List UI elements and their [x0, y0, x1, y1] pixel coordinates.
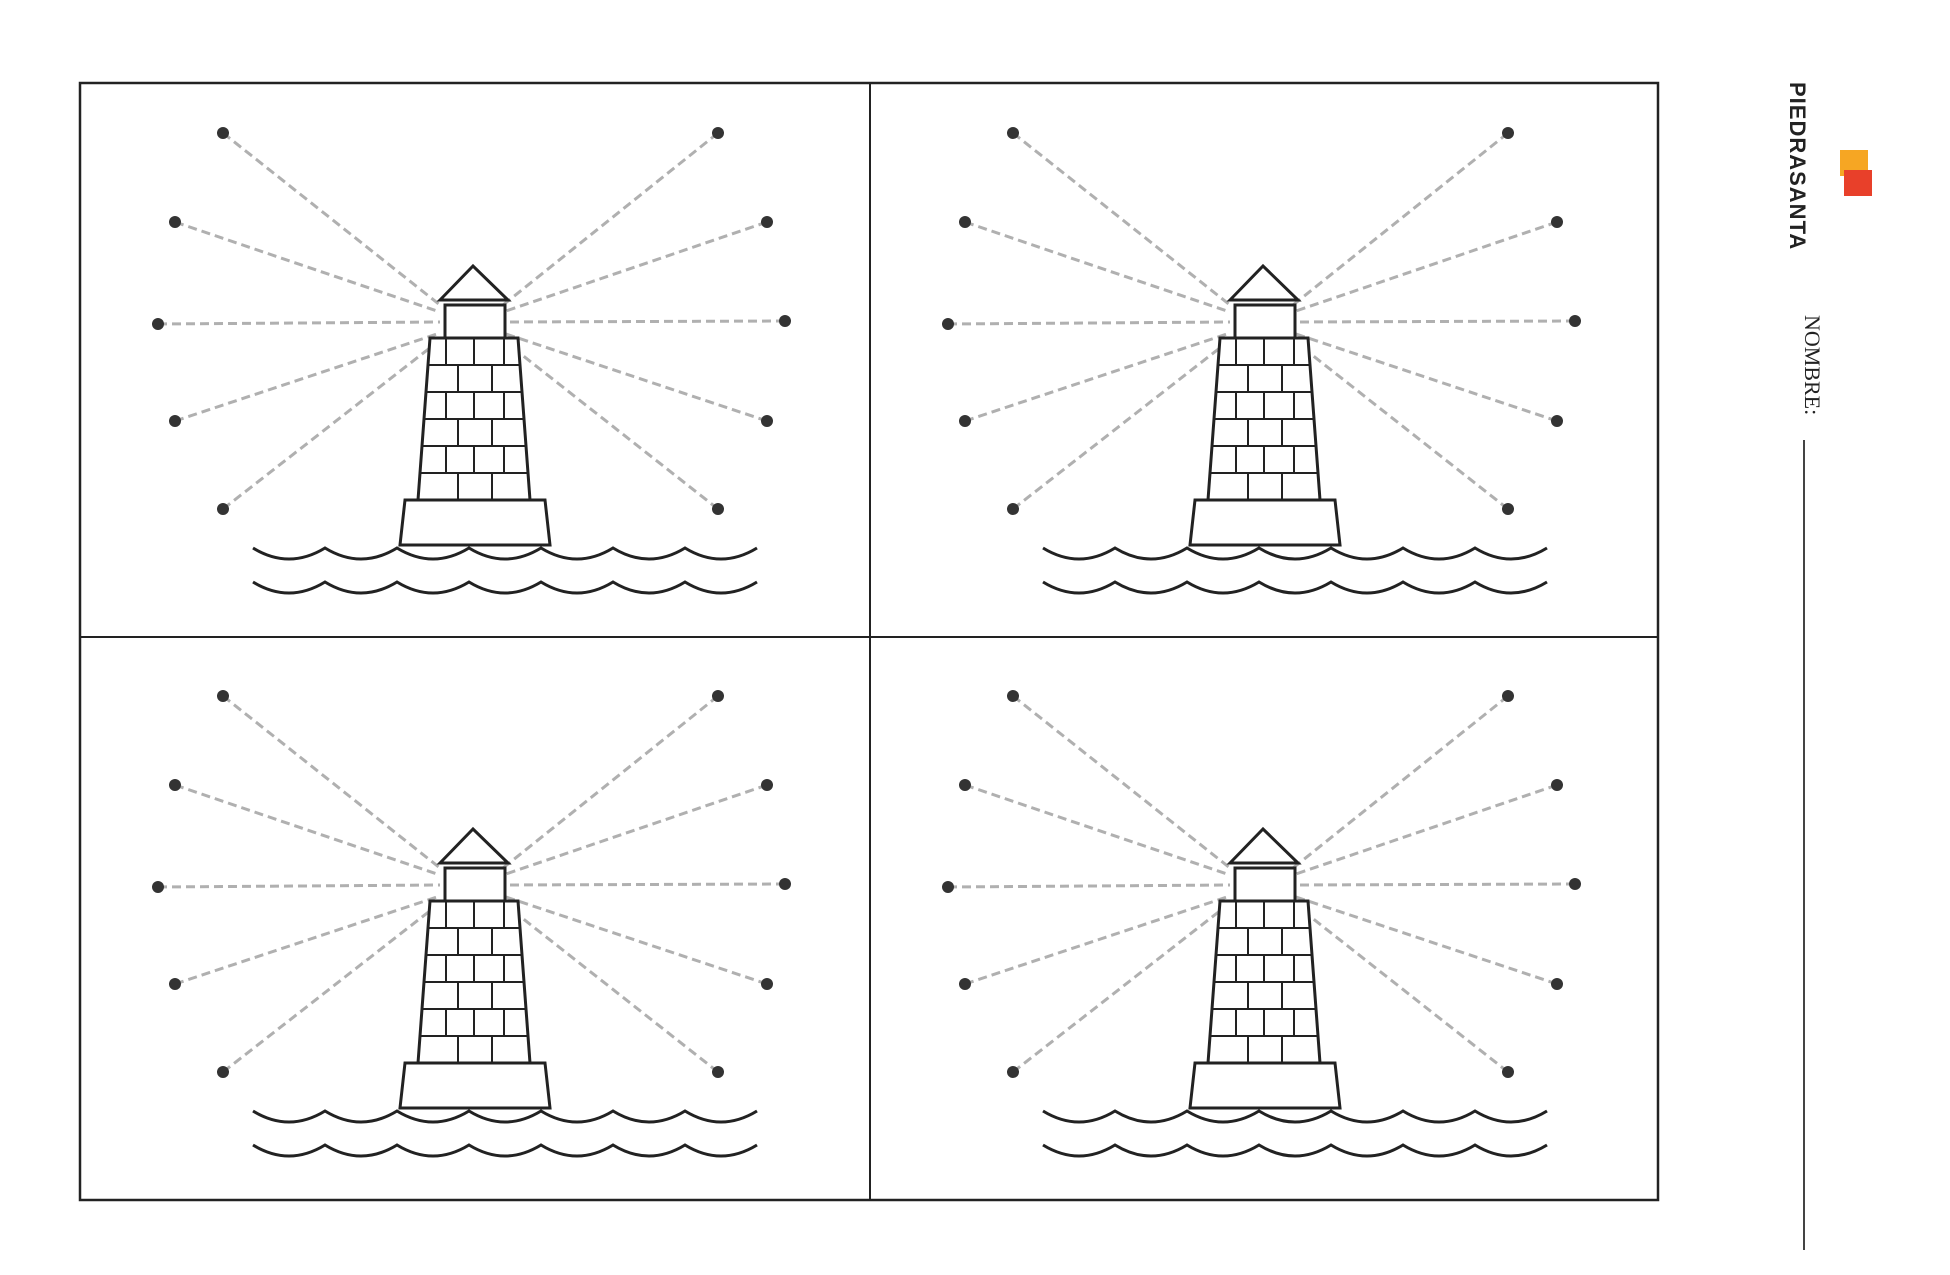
dot-point-icon — [1502, 503, 1514, 515]
dot-point-icon — [942, 881, 954, 893]
trace-ray[interactable] — [502, 338, 719, 511]
trace-ray[interactable] — [222, 694, 441, 870]
dot-point-icon — [152, 318, 164, 330]
dot-point-icon — [712, 127, 724, 139]
dot-point-icon — [217, 503, 229, 515]
dot-point-icon — [1007, 1066, 1019, 1078]
dot-point-icon — [761, 779, 773, 791]
dot-point-icon — [1569, 878, 1581, 890]
trace-ray[interactable] — [1012, 694, 1231, 870]
trace-ray[interactable] — [1012, 338, 1231, 511]
trace-ray[interactable] — [157, 883, 441, 889]
trace-ray[interactable] — [1292, 694, 1509, 870]
dot-point-icon — [169, 216, 181, 228]
lighthouse-icon — [398, 263, 552, 547]
dot-point-icon — [217, 1066, 229, 1078]
waves-icon — [252, 546, 758, 595]
lighthouse-panel-bottom-left — [152, 690, 791, 1158]
trace-ray[interactable] — [1292, 338, 1509, 511]
trace-ray[interactable] — [1292, 131, 1509, 307]
dot-point-icon — [1569, 315, 1581, 327]
dot-point-icon — [959, 216, 971, 228]
dot-point-icon — [942, 318, 954, 330]
trace-ray[interactable] — [502, 783, 768, 877]
dot-point-icon — [1502, 127, 1514, 139]
trace-ray[interactable] — [947, 883, 1231, 889]
trace-ray[interactable] — [222, 131, 441, 307]
waves-icon — [252, 1109, 758, 1158]
dot-point-icon — [779, 315, 791, 327]
dot-point-icon — [761, 415, 773, 427]
trace-ray[interactable] — [222, 901, 441, 1074]
dot-point-icon — [169, 978, 181, 990]
trace-ray[interactable] — [502, 331, 768, 423]
trace-ray[interactable] — [502, 901, 719, 1074]
dot-point-icon — [779, 878, 791, 890]
trace-ray[interactable] — [947, 320, 1231, 326]
dot-point-icon — [169, 415, 181, 427]
trace-ray[interactable] — [1292, 882, 1576, 887]
dot-point-icon — [712, 503, 724, 515]
trace-ray[interactable] — [502, 131, 719, 307]
trace-ray[interactable] — [1292, 894, 1558, 986]
trace-ray[interactable] — [1012, 901, 1231, 1074]
trace-ray[interactable] — [174, 894, 441, 986]
trace-ray[interactable] — [1292, 220, 1558, 314]
trace-ray[interactable] — [964, 894, 1231, 986]
trace-ray[interactable] — [174, 331, 441, 423]
trace-ray[interactable] — [964, 783, 1231, 877]
lighthouse-icon — [1188, 826, 1342, 1110]
dot-point-icon — [959, 978, 971, 990]
trace-ray[interactable] — [174, 783, 441, 877]
dot-point-icon — [712, 690, 724, 702]
dot-point-icon — [712, 1066, 724, 1078]
trace-ray[interactable] — [502, 694, 719, 870]
lighthouse-panel-top-left — [152, 127, 791, 595]
trace-ray[interactable] — [1292, 319, 1576, 324]
dot-point-icon — [1007, 127, 1019, 139]
waves-icon — [1042, 546, 1548, 595]
trace-ray[interactable] — [502, 894, 768, 986]
trace-ray[interactable] — [1292, 901, 1509, 1074]
trace-ray[interactable] — [964, 220, 1231, 314]
name-write-line[interactable] — [1803, 440, 1805, 1250]
dot-point-icon — [217, 127, 229, 139]
dot-point-icon — [1502, 690, 1514, 702]
dot-point-icon — [959, 779, 971, 791]
dot-point-icon — [1502, 1066, 1514, 1078]
lighthouse-icon — [398, 826, 552, 1110]
trace-ray[interactable] — [502, 319, 786, 324]
dot-point-icon — [1007, 503, 1019, 515]
trace-ray[interactable] — [157, 320, 441, 326]
dot-point-icon — [761, 978, 773, 990]
trace-ray[interactable] — [174, 220, 441, 314]
publisher-brand: PIEDRASANTA — [1785, 82, 1810, 251]
waves-icon — [1042, 1109, 1548, 1158]
dot-point-icon — [169, 779, 181, 791]
trace-ray[interactable] — [1292, 331, 1558, 423]
dot-point-icon — [1551, 779, 1563, 791]
trace-ray[interactable] — [1012, 131, 1231, 307]
trace-ray[interactable] — [502, 220, 768, 314]
lighthouse-panel-bottom-right — [942, 690, 1581, 1158]
dot-point-icon — [1551, 415, 1563, 427]
trace-ray[interactable] — [964, 331, 1231, 423]
lighthouse-icon — [1188, 263, 1342, 547]
dot-point-icon — [959, 415, 971, 427]
dot-point-icon — [761, 216, 773, 228]
trace-ray[interactable] — [222, 338, 441, 511]
trace-ray[interactable] — [1292, 783, 1558, 877]
name-label: NOMBRE: — [1800, 315, 1825, 416]
dot-point-icon — [217, 690, 229, 702]
publisher-logo-icon — [1840, 150, 1872, 196]
trace-ray[interactable] — [502, 882, 786, 887]
dot-point-icon — [1551, 216, 1563, 228]
dot-point-icon — [1007, 690, 1019, 702]
dot-point-icon — [1551, 978, 1563, 990]
dot-point-icon — [152, 881, 164, 893]
lighthouse-panel-top-right — [942, 127, 1581, 595]
